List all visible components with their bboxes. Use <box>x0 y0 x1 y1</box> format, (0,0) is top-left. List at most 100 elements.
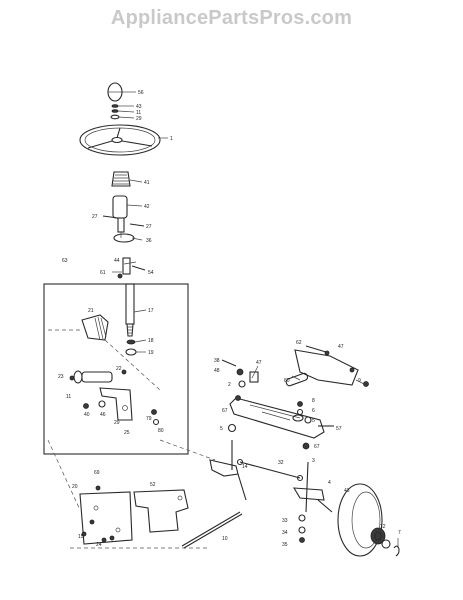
clip-7[interactable] <box>393 538 400 557</box>
callout-label: 5 <box>312 418 315 424</box>
front-axle[interactable] <box>229 397 325 439</box>
callout-label: 8 <box>312 398 315 404</box>
callout-label: 38 <box>214 358 220 364</box>
callout-label: 80 <box>158 428 164 434</box>
callout-label: 3 <box>312 458 315 464</box>
callout-label: 14 <box>242 464 248 470</box>
dash-line-c <box>47 439 81 511</box>
callout-label: 36 <box>146 238 152 244</box>
exploded-detail-box <box>43 283 189 455</box>
washer-80[interactable] <box>152 418 160 426</box>
bolt-79[interactable] <box>151 409 157 415</box>
washer-34[interactable] <box>298 526 306 534</box>
spindle-left[interactable] <box>209 440 247 501</box>
callout-label: 48 <box>214 368 220 374</box>
callout-label: 52 <box>150 482 156 488</box>
callout-label: 40 <box>84 412 90 418</box>
callout-label: 44 <box>114 258 120 264</box>
dash-line-b <box>104 339 161 391</box>
callout-label: 57 <box>336 426 342 432</box>
callout-label: 54 <box>148 270 154 276</box>
callout-label: 11 <box>136 110 141 116</box>
shaft-washer[interactable] <box>126 339 136 345</box>
washer-6[interactable] <box>296 408 304 416</box>
callout-label: 25 <box>124 430 130 436</box>
bushing-67-right[interactable] <box>302 442 310 450</box>
callout-label: 67 <box>222 408 228 414</box>
callout-label: 42 <box>144 204 150 210</box>
steering-wheel[interactable] <box>79 124 161 156</box>
washer-46[interactable] <box>98 400 106 408</box>
callout-label: 41 <box>144 180 150 186</box>
callout-label: 23 <box>58 374 64 380</box>
bolt-8[interactable] <box>297 401 303 407</box>
callout-label: 35 <box>282 542 288 548</box>
axle-support-bracket[interactable] <box>294 349 359 386</box>
callout-label: 67 <box>314 444 320 450</box>
callout-label: 12 <box>380 524 386 530</box>
callout-label: 61 <box>100 270 106 276</box>
washer-2[interactable] <box>238 380 246 388</box>
bolt-27-left[interactable] <box>102 215 119 219</box>
callout-label: 33 <box>282 518 288 524</box>
callout-label: 56 <box>138 90 144 96</box>
steering-shaft[interactable] <box>125 283 135 337</box>
nut-9[interactable] <box>363 381 369 387</box>
callout-label: 60 <box>284 378 290 384</box>
callout-label: 34 <box>282 530 288 536</box>
callout-label: 27 <box>92 214 98 220</box>
bracket-52[interactable] <box>133 489 189 533</box>
cap-washers[interactable] <box>110 104 120 120</box>
steering-bushing[interactable] <box>112 195 128 219</box>
callout-label: 11 <box>66 394 71 400</box>
callout-label: 47 <box>256 360 262 366</box>
spacer-47-top[interactable] <box>249 371 259 383</box>
washer-33[interactable] <box>298 514 306 522</box>
callout-label: 10 <box>222 536 228 542</box>
bolt-62[interactable] <box>305 345 330 356</box>
washer-12[interactable] <box>381 539 391 549</box>
callout-label: 19 <box>148 350 154 356</box>
callout-label: 6 <box>312 408 315 414</box>
callout-label: 29 <box>114 420 120 426</box>
callout-label: 20 <box>72 484 78 490</box>
shaft-bushing[interactable] <box>125 348 137 356</box>
pivot-shaft[interactable] <box>69 370 113 384</box>
steering-bracket[interactable] <box>99 387 133 421</box>
bolt-48[interactable] <box>221 359 244 376</box>
callout-label: 46 <box>100 412 106 418</box>
front-wheel[interactable] <box>337 483 386 557</box>
steering-cap[interactable] <box>107 82 123 102</box>
frame-mount-bracket[interactable] <box>79 485 133 545</box>
callout-label: 22 <box>116 366 122 372</box>
callout-label: 62 <box>296 340 302 346</box>
callout-label: 69 <box>94 470 100 476</box>
spindle-right[interactable] <box>292 461 333 513</box>
nut-40[interactable] <box>83 403 89 409</box>
drag-link-10[interactable] <box>181 511 243 549</box>
steering-gear-sector[interactable] <box>81 314 109 341</box>
callout-label: 18 <box>148 338 154 344</box>
callout-label: 21 <box>88 308 94 314</box>
steering-adapter[interactable] <box>111 171 131 187</box>
callout-label: 43 <box>344 488 350 494</box>
callout-label: 47 <box>338 344 344 350</box>
callout-label: 63 <box>62 258 68 264</box>
bushing-67-left[interactable] <box>235 395 241 401</box>
tie-rod[interactable] <box>236 458 304 482</box>
steering-shaft-upper[interactable] <box>112 257 146 279</box>
washer-5-right[interactable] <box>304 416 312 424</box>
cap-35[interactable] <box>299 537 305 543</box>
leader-lines <box>117 91 365 385</box>
pivot-bar-60[interactable] <box>285 372 309 387</box>
dash-line-e <box>159 439 216 461</box>
upper-shaft[interactable] <box>113 217 135 243</box>
callout-label: 1 <box>170 136 173 142</box>
washer-5-left[interactable] <box>227 423 237 433</box>
callout-label: 9 <box>358 378 361 384</box>
nut-22[interactable] <box>121 369 127 375</box>
bolt-27-right[interactable] <box>129 223 145 227</box>
callout-label: 17 <box>148 308 154 314</box>
watermark: AppliancePartsPros.com <box>110 7 353 29</box>
